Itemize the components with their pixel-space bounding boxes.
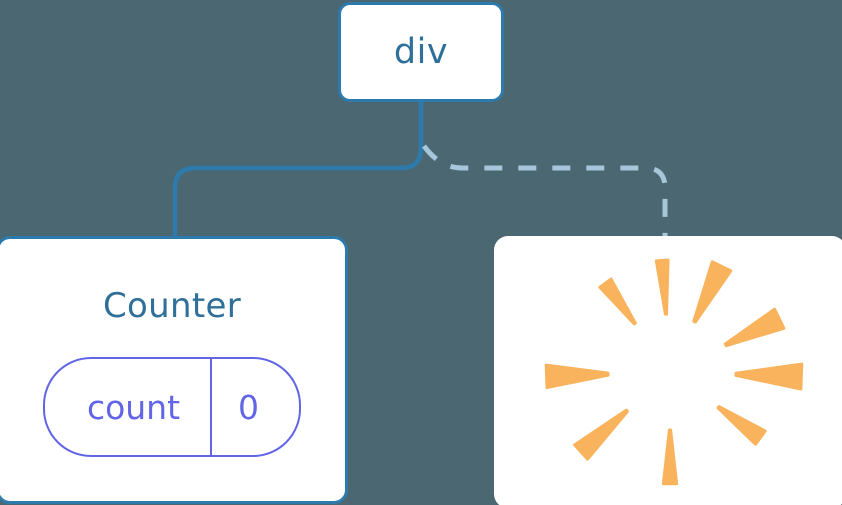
sparkle-burst-icon <box>544 258 804 486</box>
state-pill-count[interactable]: count 0 <box>42 357 302 457</box>
node-div-label: div <box>393 31 449 72</box>
sparkle-ray-2 <box>654 258 670 316</box>
sparkle-ray-8 <box>661 428 679 486</box>
sparkle-ray-3 <box>598 277 637 326</box>
node-counter[interactable]: Counter count 0 <box>0 236 348 504</box>
sparkle-ray-9 <box>573 408 629 461</box>
sparkle-ray-4 <box>723 307 786 348</box>
sparkle-ray-5 <box>734 362 804 391</box>
edge-div-to-counter <box>172 99 424 243</box>
state-pill-divider <box>210 359 213 455</box>
state-value-label: 0 <box>238 387 260 427</box>
node-counter-label: Counter <box>103 286 241 326</box>
node-rerender[interactable] <box>494 236 842 505</box>
sparkle-ray-7 <box>716 405 767 446</box>
edge-div-to-rerender <box>421 144 668 240</box>
state-key-label: count <box>86 387 181 427</box>
sparkle-ray-1 <box>692 260 733 324</box>
node-div[interactable]: div <box>338 2 504 102</box>
sparkle-ray-6 <box>544 363 610 390</box>
